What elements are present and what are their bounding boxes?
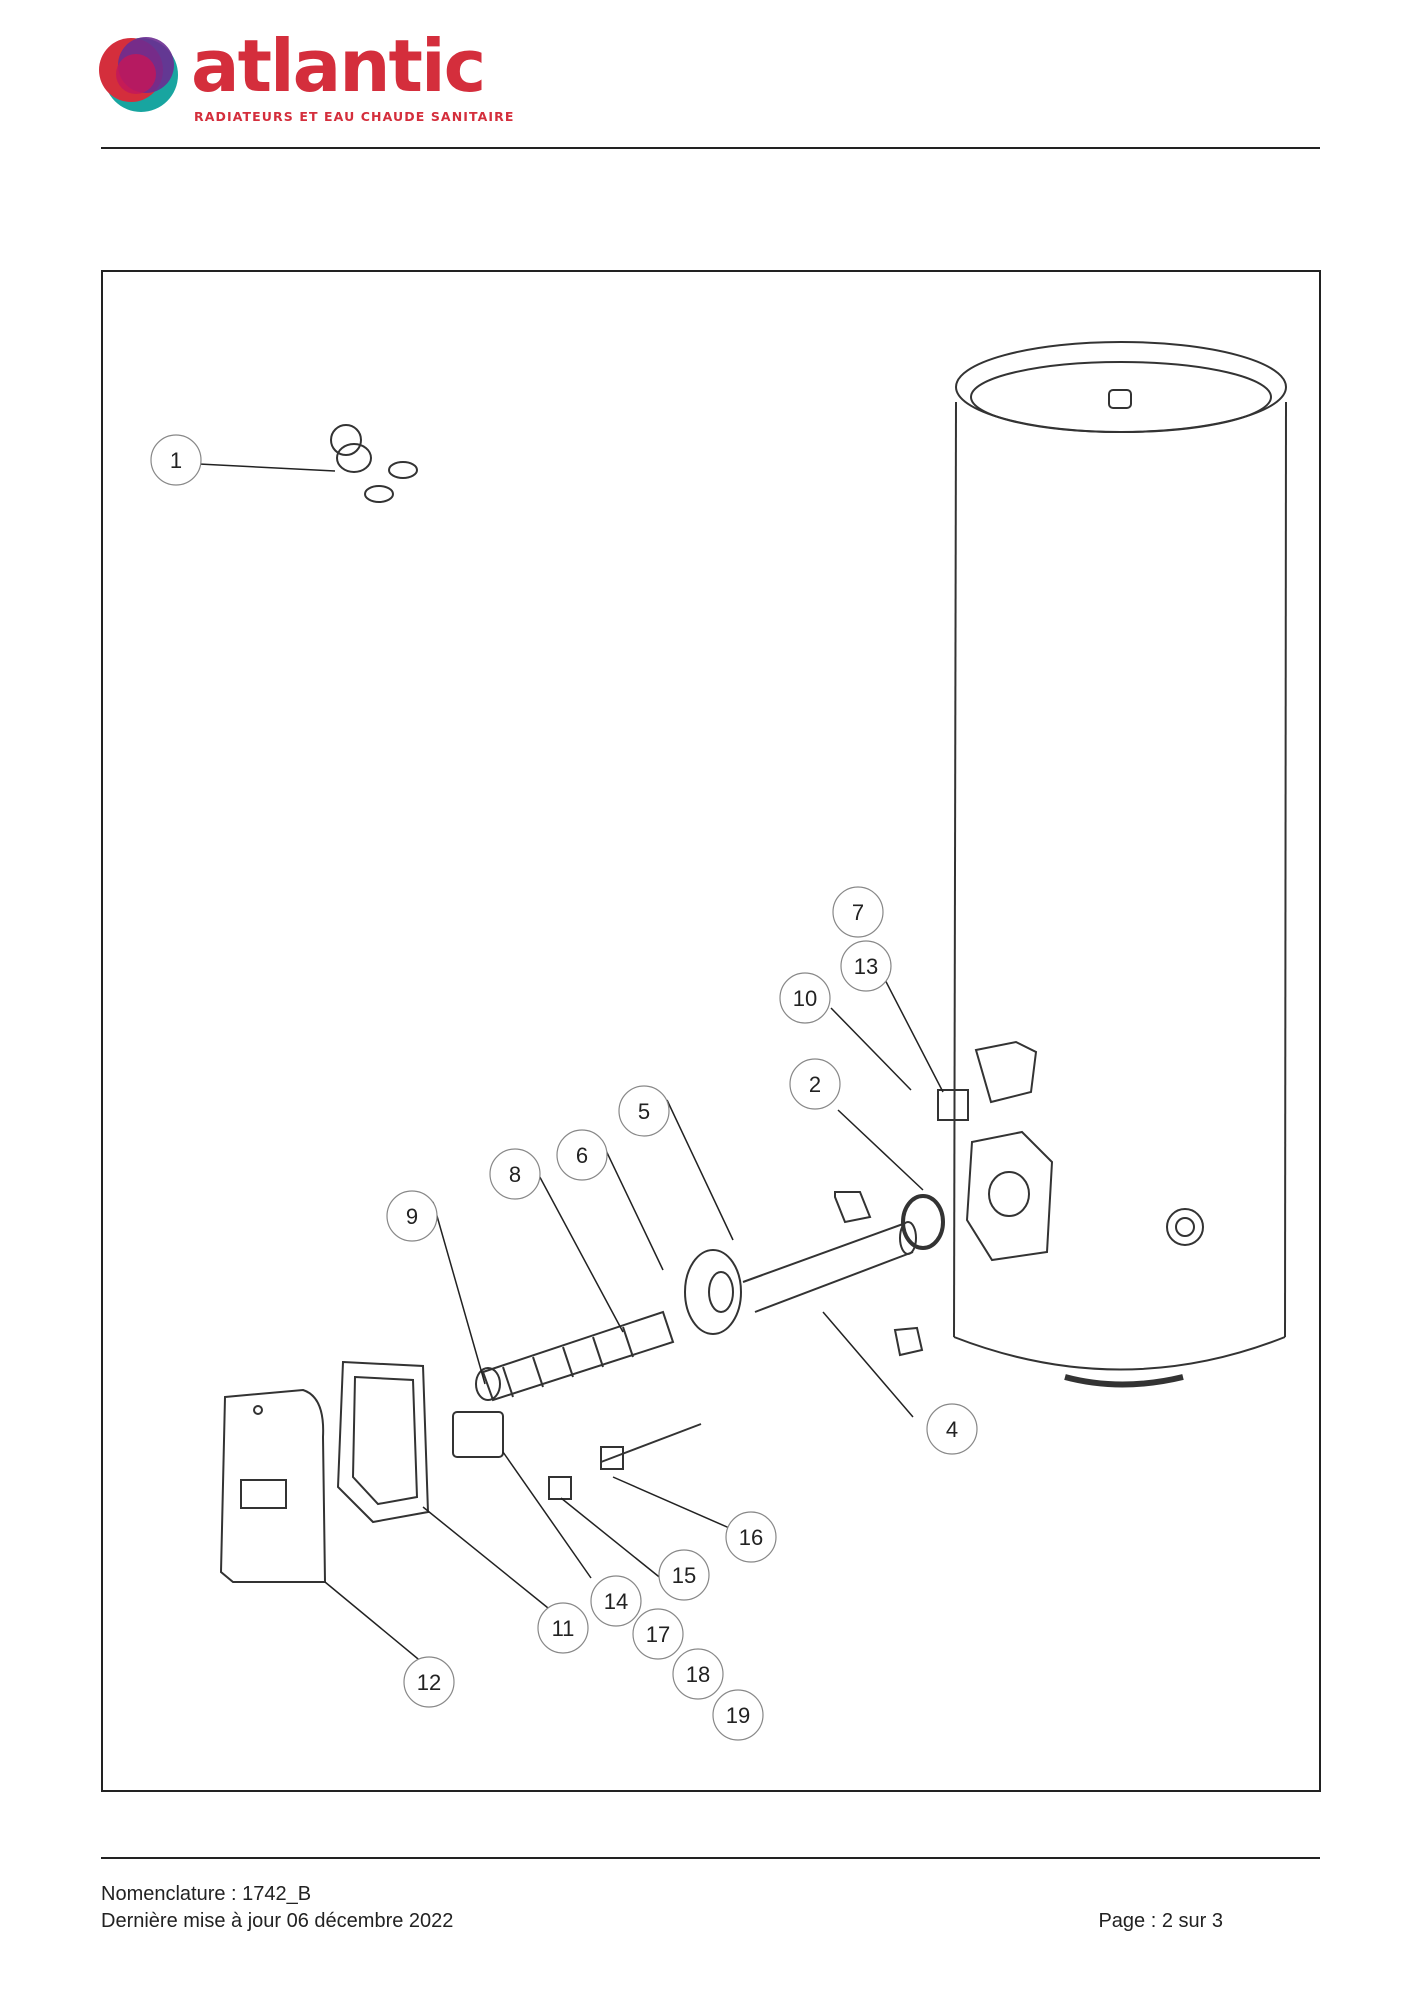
part-sheath xyxy=(742,1194,945,1313)
callout-label: 6 xyxy=(576,1143,588,1168)
part-fitting xyxy=(330,424,418,503)
callout-5: 5 xyxy=(618,1085,670,1137)
part-resistor xyxy=(475,1310,675,1402)
callout-12: 12 xyxy=(403,1656,455,1708)
part-flange xyxy=(684,1249,742,1335)
exploded-diagram-frame: 1 2 4 5 6 7 8 9 10 11 12 13 14 15 16 17 … xyxy=(101,270,1321,1792)
brand-name: atlantic xyxy=(191,24,486,108)
logo-circles xyxy=(99,37,178,112)
part-base-plate xyxy=(336,1360,430,1524)
footer-page-number: Page : 2 sur 3 xyxy=(1098,1910,1223,1932)
callout-18: 18 xyxy=(672,1648,724,1700)
callout-label: 14 xyxy=(604,1589,628,1614)
callout-label: 19 xyxy=(726,1703,750,1728)
callout-label: 16 xyxy=(739,1525,763,1550)
part-gaskets xyxy=(834,1089,969,1357)
callout-label: 15 xyxy=(672,1563,696,1588)
callout-7: 7 xyxy=(832,886,884,938)
callout-label: 4 xyxy=(946,1417,958,1442)
callout-14: 14 xyxy=(590,1575,642,1627)
callout-16: 16 xyxy=(725,1511,777,1563)
callout-label: 11 xyxy=(552,1616,575,1641)
callout-19: 19 xyxy=(712,1689,764,1741)
callout-9: 9 xyxy=(386,1190,438,1242)
callout-10: 10 xyxy=(779,972,831,1024)
callout-11: 11 xyxy=(537,1602,589,1654)
callout-17: 17 xyxy=(632,1608,684,1660)
callout-label: 1 xyxy=(170,448,182,473)
atlantic-logo-mark xyxy=(99,37,178,112)
callout-label: 13 xyxy=(854,954,878,979)
callout-label: 9 xyxy=(406,1204,418,1229)
tank xyxy=(953,341,1287,1388)
callout-label: 10 xyxy=(793,986,817,1011)
callout-4: 4 xyxy=(926,1403,978,1455)
callout-label: 17 xyxy=(646,1622,670,1647)
callout-6: 6 xyxy=(556,1129,608,1181)
callout-label: 18 xyxy=(686,1662,710,1687)
part-probe xyxy=(548,1423,702,1500)
callout-label: 2 xyxy=(809,1072,821,1097)
callout-8: 8 xyxy=(489,1148,541,1200)
header-rule xyxy=(101,147,1320,149)
footer-updated-date: Dernière mise à jour 06 décembre 2022 xyxy=(101,1910,454,1932)
callout-label: 12 xyxy=(417,1670,441,1695)
callout-label: 5 xyxy=(638,1099,650,1124)
callouts: 1 2 4 5 6 7 8 9 10 11 12 13 14 15 16 17 … xyxy=(150,434,978,1741)
callout-2: 2 xyxy=(789,1058,841,1110)
footer-nomenclature: Nomenclature : 1742_B xyxy=(101,1883,312,1905)
callout-1: 1 xyxy=(150,434,202,486)
exploded-diagram: 1 2 4 5 6 7 8 9 10 11 12 13 14 15 16 17 … xyxy=(150,341,1287,1741)
callout-label: 8 xyxy=(509,1162,521,1187)
brand-tagline: RADIATEURS ET EAU CHAUDE SANITAIRE xyxy=(194,109,515,124)
callout-13: 13 xyxy=(840,940,892,992)
callout-label: 7 xyxy=(852,900,864,925)
part-cover xyxy=(219,1388,327,1583)
leader-lines xyxy=(198,463,944,1669)
part-thermostat xyxy=(452,1411,504,1458)
footer-rule xyxy=(101,1857,1320,1859)
callout-15: 15 xyxy=(658,1549,710,1601)
